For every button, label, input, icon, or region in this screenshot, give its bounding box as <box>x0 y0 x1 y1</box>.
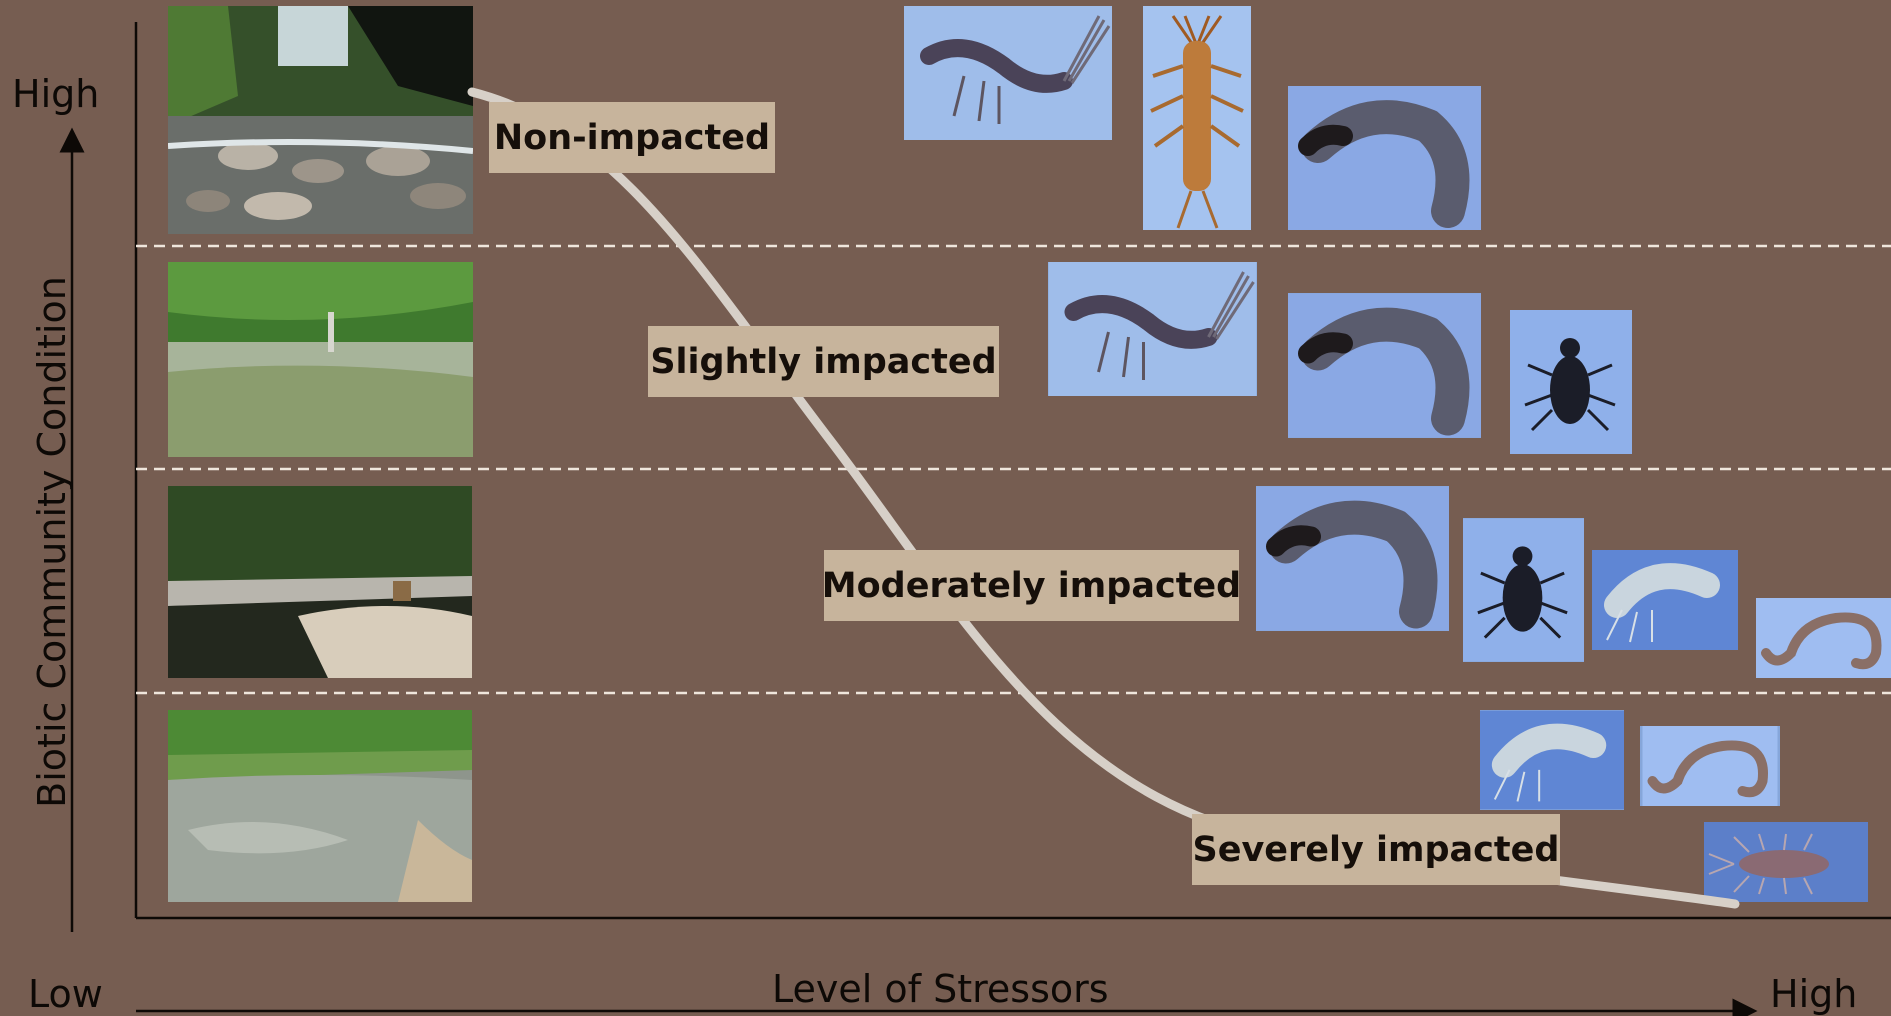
label-slightly-impacted: Slightly impacted <box>648 326 999 397</box>
label-moderately-impacted: Moderately impacted <box>824 550 1239 621</box>
label-severely-impacted: Severely impacted <box>1192 814 1560 885</box>
label-non-impacted: Non-impacted <box>489 102 775 173</box>
